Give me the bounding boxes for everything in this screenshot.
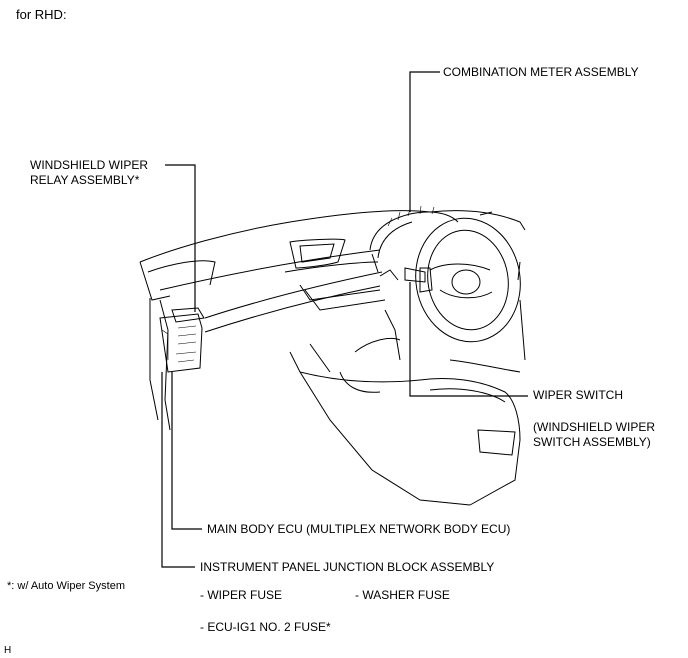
ecu-ig1-fuse-label: - ECU-IG1 NO. 2 FUSE* xyxy=(200,620,331,634)
combination-meter-drawing xyxy=(369,205,459,281)
wiper-switch-sub-line1: (WINDSHIELD WIPER xyxy=(533,420,656,434)
wiper-relay-label-line1: WINDSHIELD WIPER xyxy=(30,158,149,172)
wiper-fuse-label: - WIPER FUSE xyxy=(200,588,283,602)
ecu-drawing xyxy=(159,307,205,373)
wiper-switch-sub-line2: SWITCH ASSEMBLY) xyxy=(533,435,651,449)
dashboard-outline xyxy=(139,210,526,506)
combination-meter-label: COMBINATION METER ASSEMBLY xyxy=(443,65,639,79)
wiper-switch-label: WIPER SWITCH xyxy=(533,388,623,402)
footnote: *: w/ Auto Wiper System xyxy=(7,580,125,592)
corner-code: H xyxy=(4,645,12,656)
washer-fuse-label: - WASHER FUSE xyxy=(355,588,450,602)
leader-lines xyxy=(161,71,528,568)
junction-block-label: INSTRUMENT PANEL JUNCTION BLOCK ASSEMBLY xyxy=(200,560,495,574)
steering-wheel-drawing xyxy=(404,217,521,343)
wiper-relay-label-line2: RELAY ASSEMBLY* xyxy=(30,173,140,187)
main-body-ecu-label: MAIN BODY ECU (MULTIPLEX NETWORK BODY EC… xyxy=(207,522,511,536)
page-title: for RHD: xyxy=(16,7,67,22)
